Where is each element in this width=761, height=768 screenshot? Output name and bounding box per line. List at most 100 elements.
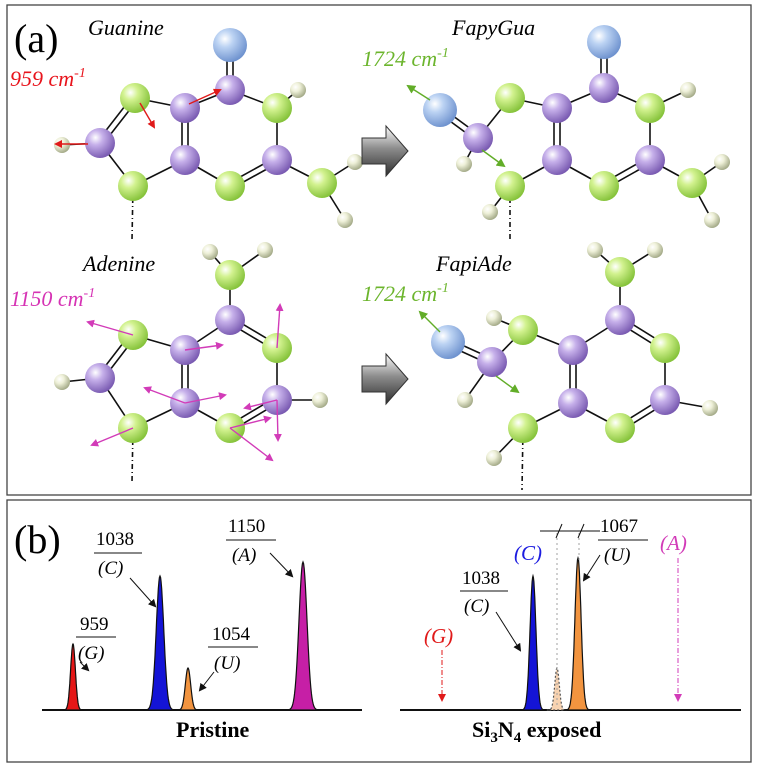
- mark-a-exposed: (A): [660, 531, 687, 702]
- panel-b-label: (b): [14, 517, 61, 562]
- svg-text:(A): (A): [660, 531, 687, 555]
- guanine-hydrogen-atom: [290, 82, 306, 98]
- fapiade-hydrogen-atom: [702, 400, 718, 416]
- adenine-frequency: 1150 cm-1: [10, 286, 95, 311]
- pristine-caption: Pristine: [176, 717, 250, 742]
- label-u-exposed: 1067 (U): [582, 516, 648, 582]
- guanine-carbon-atom: [170, 145, 200, 175]
- adenine-nitrogen-atom: [215, 260, 245, 290]
- shift-tick-1: [555, 523, 563, 539]
- spectra-peaks: [62, 555, 592, 711]
- exposed-peak-c: [519, 573, 547, 711]
- svg-text:959: 959: [80, 614, 109, 635]
- fapiade-nitrogen-atom: [650, 333, 680, 363]
- fapygua-nitrogen-atom: [495, 83, 525, 113]
- svg-text:(A): (A): [232, 545, 256, 566]
- svg-text:(C): (C): [464, 596, 489, 617]
- svg-text:(C): (C): [98, 558, 123, 579]
- adenine-vib-arrow: [184, 392, 227, 404]
- fapygua-oxygen-atom: [587, 25, 621, 59]
- fapygua-carbon-atom: [463, 123, 493, 153]
- adenine-vib-arrow: [143, 386, 186, 404]
- fapygua-nitrogen-atom: [589, 171, 619, 201]
- svg-text:1067: 1067: [600, 516, 638, 537]
- fapiade-nitrogen-atom: [605, 413, 635, 443]
- fapygua-hydrogen-atom: [680, 82, 696, 98]
- guanine-vib-arrow: [139, 102, 156, 129]
- adenine-sugar-link: [131, 427, 134, 483]
- guanine-vib-arrow: [188, 88, 222, 105]
- svg-text:1038: 1038: [462, 568, 500, 589]
- panel-a-label: (a): [14, 16, 58, 61]
- fapygua-nitrogen-atom: [635, 93, 665, 123]
- reaction-arrow-bottom: [361, 352, 409, 406]
- fapygua-carbon-atom: [589, 73, 619, 103]
- guanine-carbon-atom: [170, 93, 200, 123]
- svg-text:1054: 1054: [212, 624, 251, 645]
- guanine-carbon-atom: [215, 75, 245, 105]
- guanine-nitrogen-atom: [120, 83, 150, 113]
- adenine-vib-arrow: [243, 399, 278, 411]
- fapiade-frequency: 1724 cm-1: [362, 281, 449, 306]
- guanine-carbon-atom: [85, 128, 115, 158]
- fapygua-hydrogen-atom: [714, 154, 730, 170]
- adenine-vib-arrow: [229, 415, 272, 429]
- guanine-hydrogen-atom: [54, 137, 70, 153]
- adenine-hydrogen-atom: [54, 374, 70, 390]
- fapiade-carbon-atom: [605, 305, 635, 335]
- label-g-pristine: 959 (G): [76, 614, 116, 672]
- guanine-carbon-atom: [262, 145, 292, 175]
- svg-text:(U): (U): [214, 653, 240, 674]
- fapygua-nitrogen-atom: [677, 168, 707, 198]
- label-a-pristine: 1150 (A): [226, 516, 294, 578]
- pristine-peak-c: [143, 574, 177, 711]
- svg-text:(G): (G): [78, 643, 104, 664]
- svg-text:1150: 1150: [228, 516, 265, 537]
- pristine-peak-g: [62, 642, 84, 711]
- exposed-peak-u: [564, 555, 592, 711]
- fapygua-nitrogen-atom: [495, 171, 525, 201]
- fapiade-hydrogen-atom: [457, 392, 473, 408]
- fapiade-name: FapiAde: [435, 251, 512, 276]
- molecule-atoms: [54, 25, 730, 466]
- svg-text:(G): (G): [424, 624, 453, 648]
- exposed-caption: Si3N4 exposed: [472, 717, 601, 746]
- fapiade-carbon-atom: [650, 385, 680, 415]
- adenine-hydrogen-atom: [312, 392, 328, 408]
- adenine-vib-arrow: [229, 427, 274, 462]
- adenine-vib-arrow: [273, 399, 282, 442]
- fapiade-hydrogen-atom: [486, 310, 502, 326]
- guanine-nitrogen-atom: [118, 171, 148, 201]
- label-c-exposed: 1038 (C): [460, 568, 522, 652]
- shift-tick-2: [577, 523, 585, 539]
- guanine-hydrogen-atom: [337, 212, 353, 228]
- guanine-hydrogen-atom: [347, 154, 363, 170]
- guanine-nitrogen-atom: [215, 171, 245, 201]
- pristine-peak-a: [285, 560, 321, 711]
- fapygua-carbon-atom: [635, 145, 665, 175]
- fapygua-carbon-atom: [542, 93, 572, 123]
- fapygua-vib-arrow: [481, 149, 506, 168]
- fapygua-vib-arrow: [406, 84, 431, 101]
- panel-a-frame: [6, 4, 752, 496]
- svg-text:1038: 1038: [96, 529, 134, 550]
- fapiade-vib-arrow: [495, 375, 520, 394]
- fapiade-hydrogen-atom: [647, 242, 663, 258]
- panel-b-frame: [6, 499, 752, 763]
- fapiade-hydrogen-atom: [587, 242, 603, 258]
- reaction-arrow-top: [361, 124, 409, 178]
- guanine-oxygen-atom: [213, 28, 247, 62]
- fapiade-vib-arrow: [418, 310, 441, 333]
- adenine-hydrogen-atom: [202, 244, 218, 260]
- adenine-name: Adenine: [81, 251, 155, 276]
- fapygua-frequency: 1724 cm-1: [362, 46, 449, 71]
- fapygua-hydrogen-atom: [456, 156, 472, 172]
- fapiade-hydrogen-atom: [486, 450, 502, 466]
- fapiade-oxygen-atom: [431, 325, 465, 359]
- adenine-carbon-atom: [85, 363, 115, 393]
- mark-c-exposed: (C): [514, 541, 542, 565]
- fapiade-sugar-link: [521, 427, 524, 491]
- fapygua-hydrogen-atom: [482, 204, 498, 220]
- guanine-nitrogen-atom: [262, 93, 292, 123]
- fapiade-carbon-atom: [477, 347, 507, 377]
